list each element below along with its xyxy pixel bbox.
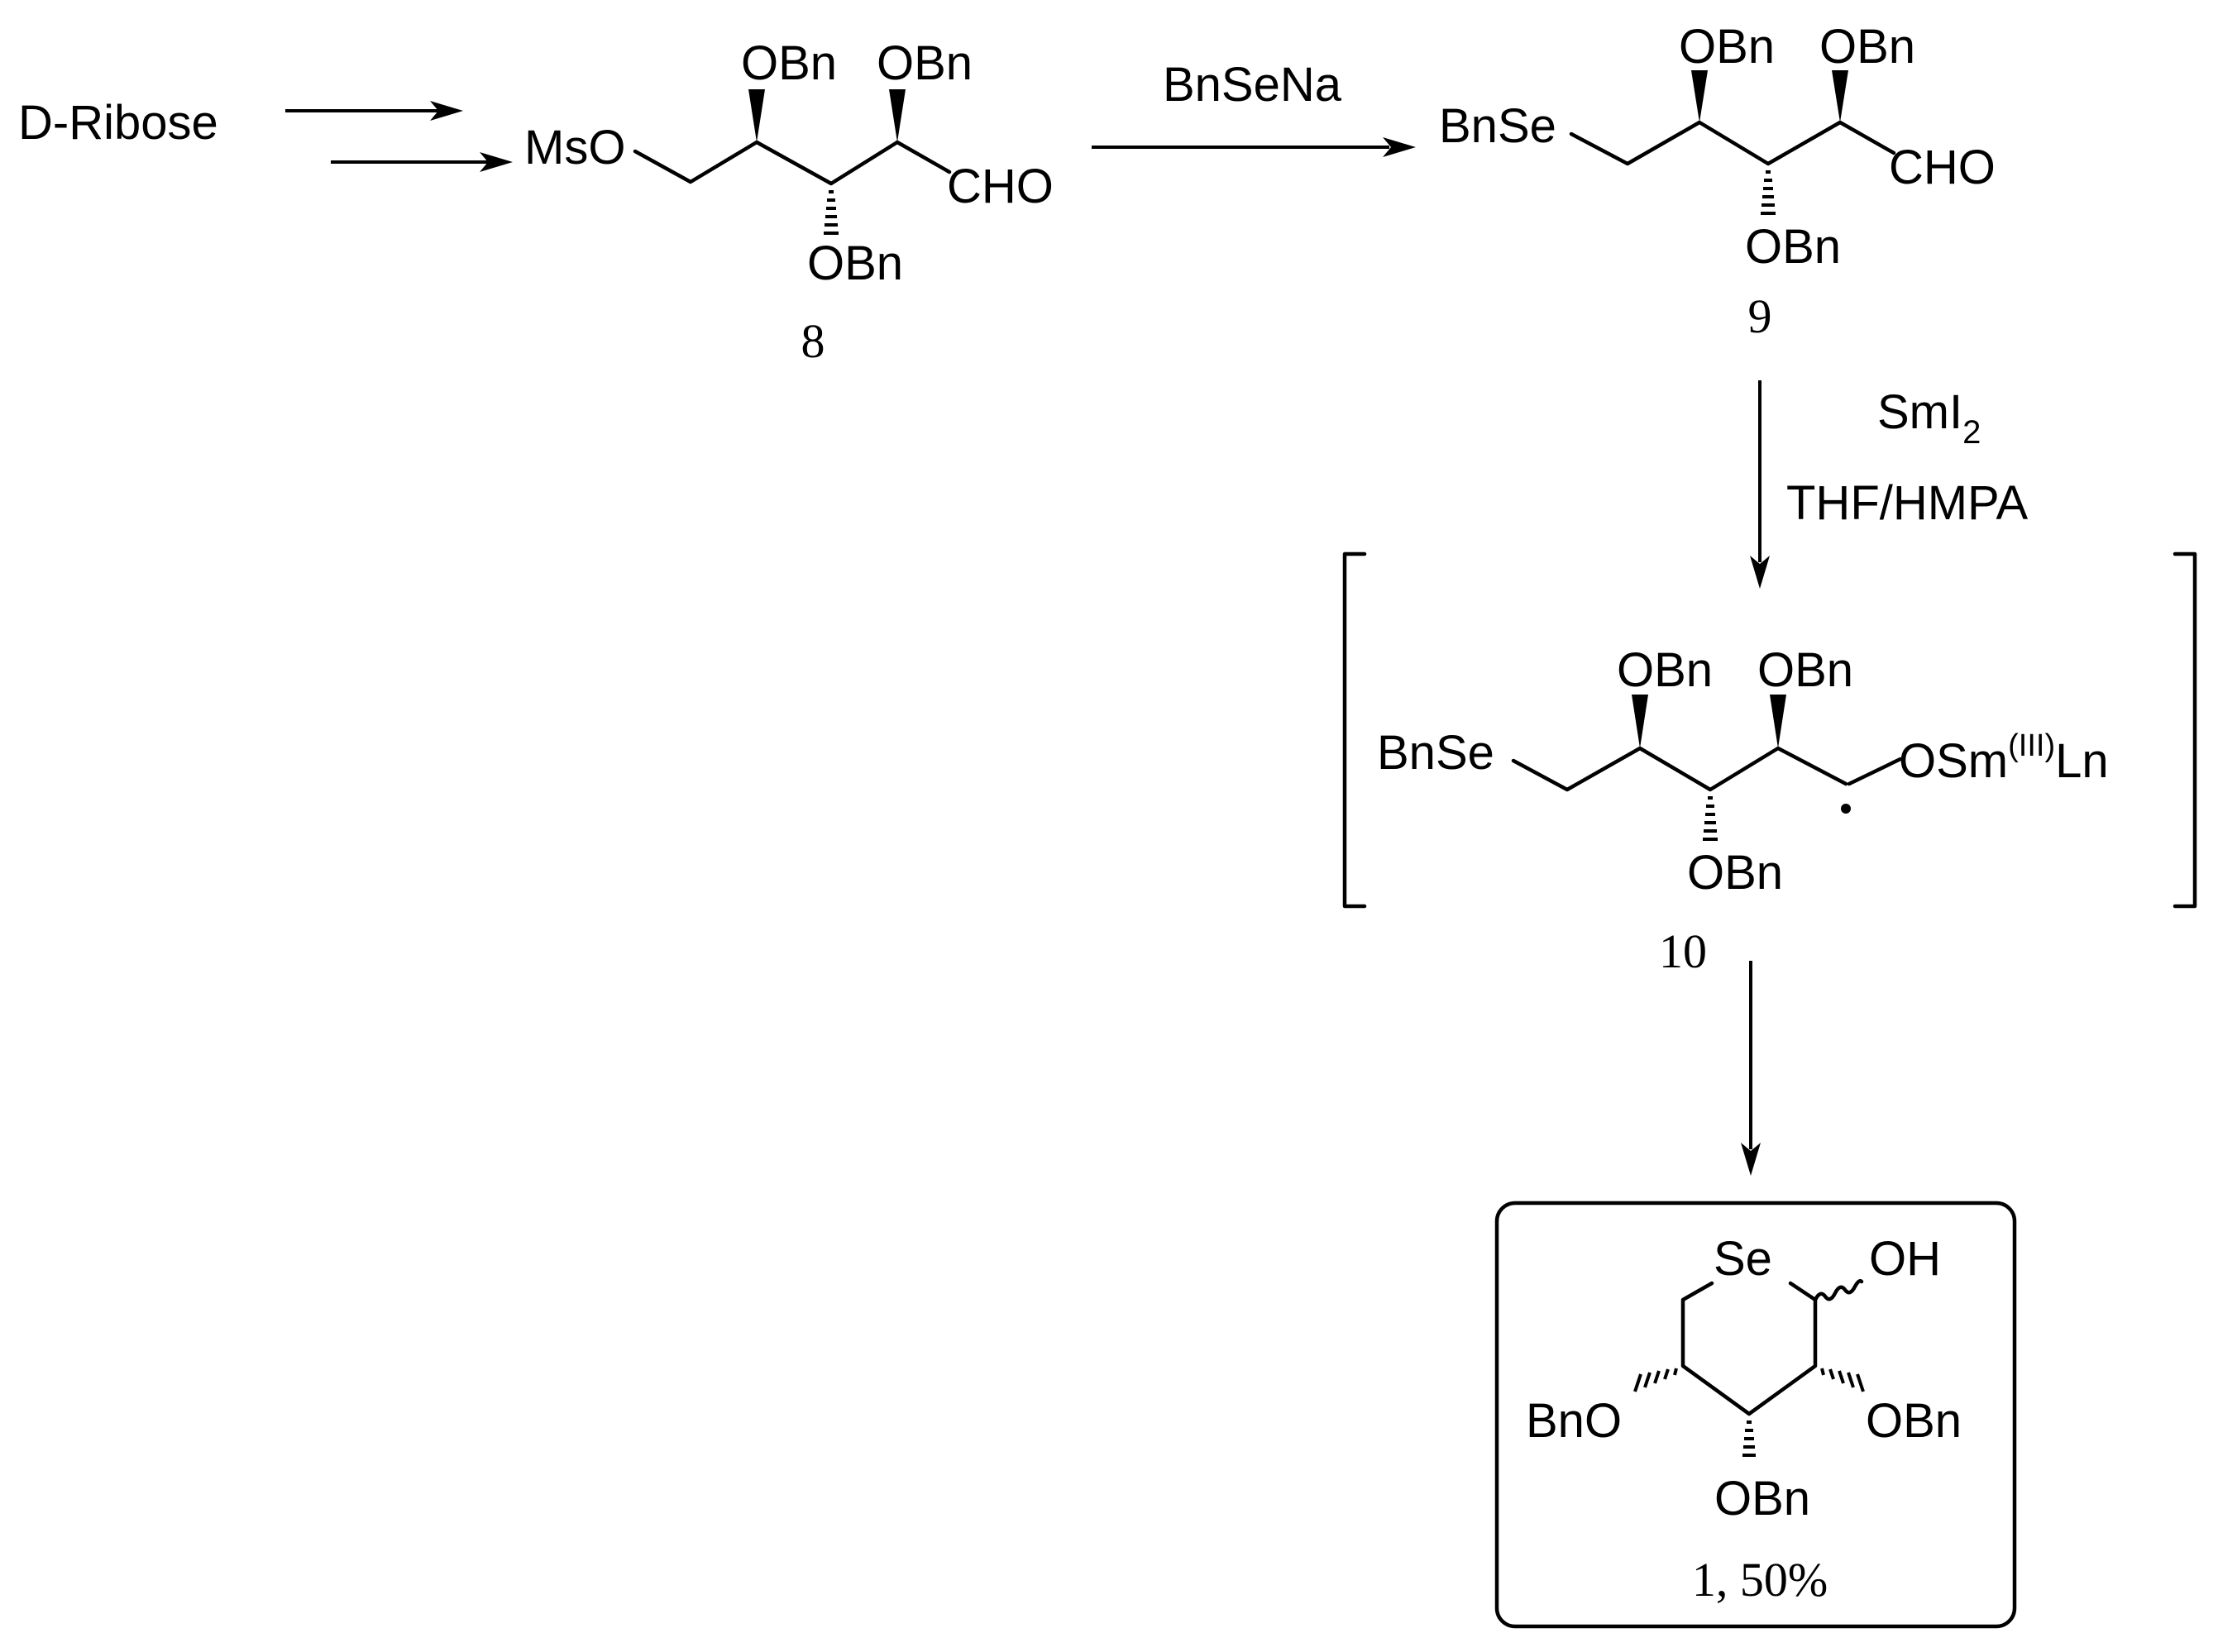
- product-substituent-left: BnO: [1526, 1394, 1622, 1448]
- compound-10-wedge-1: [1632, 695, 1648, 748]
- product-substituent-bottom: OBn: [1714, 1472, 1810, 1525]
- product-hash-bond-left: [1633, 1368, 1678, 1392]
- compound-9-label: 9: [1748, 289, 1772, 343]
- compound-8-hash-bond: [824, 190, 839, 235]
- right-bracket: [2173, 551, 2197, 909]
- product-label: 1, 50%: [1692, 1553, 1828, 1607]
- compound-10-label: 10: [1659, 924, 1707, 978]
- compound-8-wedge-1: [748, 89, 765, 142]
- compound-8-label: 8: [801, 314, 825, 368]
- compound-8-wedge-2: [889, 89, 906, 142]
- product-1: Se OH BnO OBn OBn 1, 50%: [1526, 1232, 1962, 1607]
- compound-9-substituent-2: OBn: [1819, 20, 1915, 74]
- compound-9-terminal-group: CHO: [1889, 141, 1996, 194]
- reagent-2: SmI2: [1877, 385, 1981, 451]
- compound-9-hash-bond: [1761, 170, 1776, 215]
- solvent-2: THF/HMPA: [1786, 476, 2028, 530]
- starting-material-label: D-Ribose: [18, 96, 218, 150]
- product-ring-atom: Se: [1714, 1232, 1772, 1286]
- compound-8: MsO OBn OBn OBn CHO 8: [524, 36, 1054, 368]
- compound-10-wedge-2: [1770, 695, 1786, 748]
- wavy-bond: [1813, 1279, 1864, 1302]
- compound-10-hash-bond: [1703, 796, 1718, 841]
- compound-10-substituent-2: OBn: [1757, 643, 1853, 697]
- reagent-1: BnSeNa: [1163, 58, 1342, 112]
- compound-9-wedge-2: [1832, 70, 1848, 122]
- reaction-arrow-3: [1741, 961, 1761, 1176]
- multistep-arrow-1: [285, 101, 463, 121]
- multistep-arrow-2: [331, 152, 513, 172]
- compound-9-wedge-1: [1691, 70, 1708, 122]
- reaction-arrow-1: [1092, 137, 1416, 157]
- product-hydroxyl: OH: [1869, 1232, 1941, 1286]
- compound-8-terminal-group: CHO: [947, 160, 1054, 213]
- compound-10-substituent-1: OBn: [1617, 643, 1713, 697]
- compound-9: BnSe OBn OBn OBn CHO 9: [1439, 20, 1996, 343]
- compound-8-substituent-2: OBn: [877, 36, 973, 90]
- compound-8-substituent-1: OBn: [741, 36, 837, 90]
- product-box: [1494, 1201, 2017, 1629]
- product-hash-bond-right: [1820, 1368, 1865, 1392]
- compound-10-left-group: BnSe: [1377, 726, 1494, 780]
- compound-9-substituent-1: OBn: [1679, 20, 1775, 74]
- radical-dot: [1841, 804, 1851, 814]
- reaction-arrow-2: [1750, 380, 1770, 589]
- compound-10-terminal-group: OSm(III)Ln: [1899, 728, 2109, 788]
- compound-9-left-group: BnSe: [1439, 99, 1556, 153]
- compound-8-left-group: MsO: [524, 121, 625, 174]
- compound-9-substituent-3: OBn: [1745, 220, 1841, 274]
- left-bracket: [1342, 551, 1367, 909]
- compound-10-substituent-3: OBn: [1687, 846, 1783, 900]
- product-hash-bond-bottom: [1742, 1420, 1756, 1457]
- compound-8-substituent-3: OBn: [807, 236, 903, 290]
- product-substituent-right: OBn: [1866, 1394, 1962, 1448]
- compound-10: BnSe OBn OBn OBn OSm(III)Ln 10: [1377, 643, 2109, 978]
